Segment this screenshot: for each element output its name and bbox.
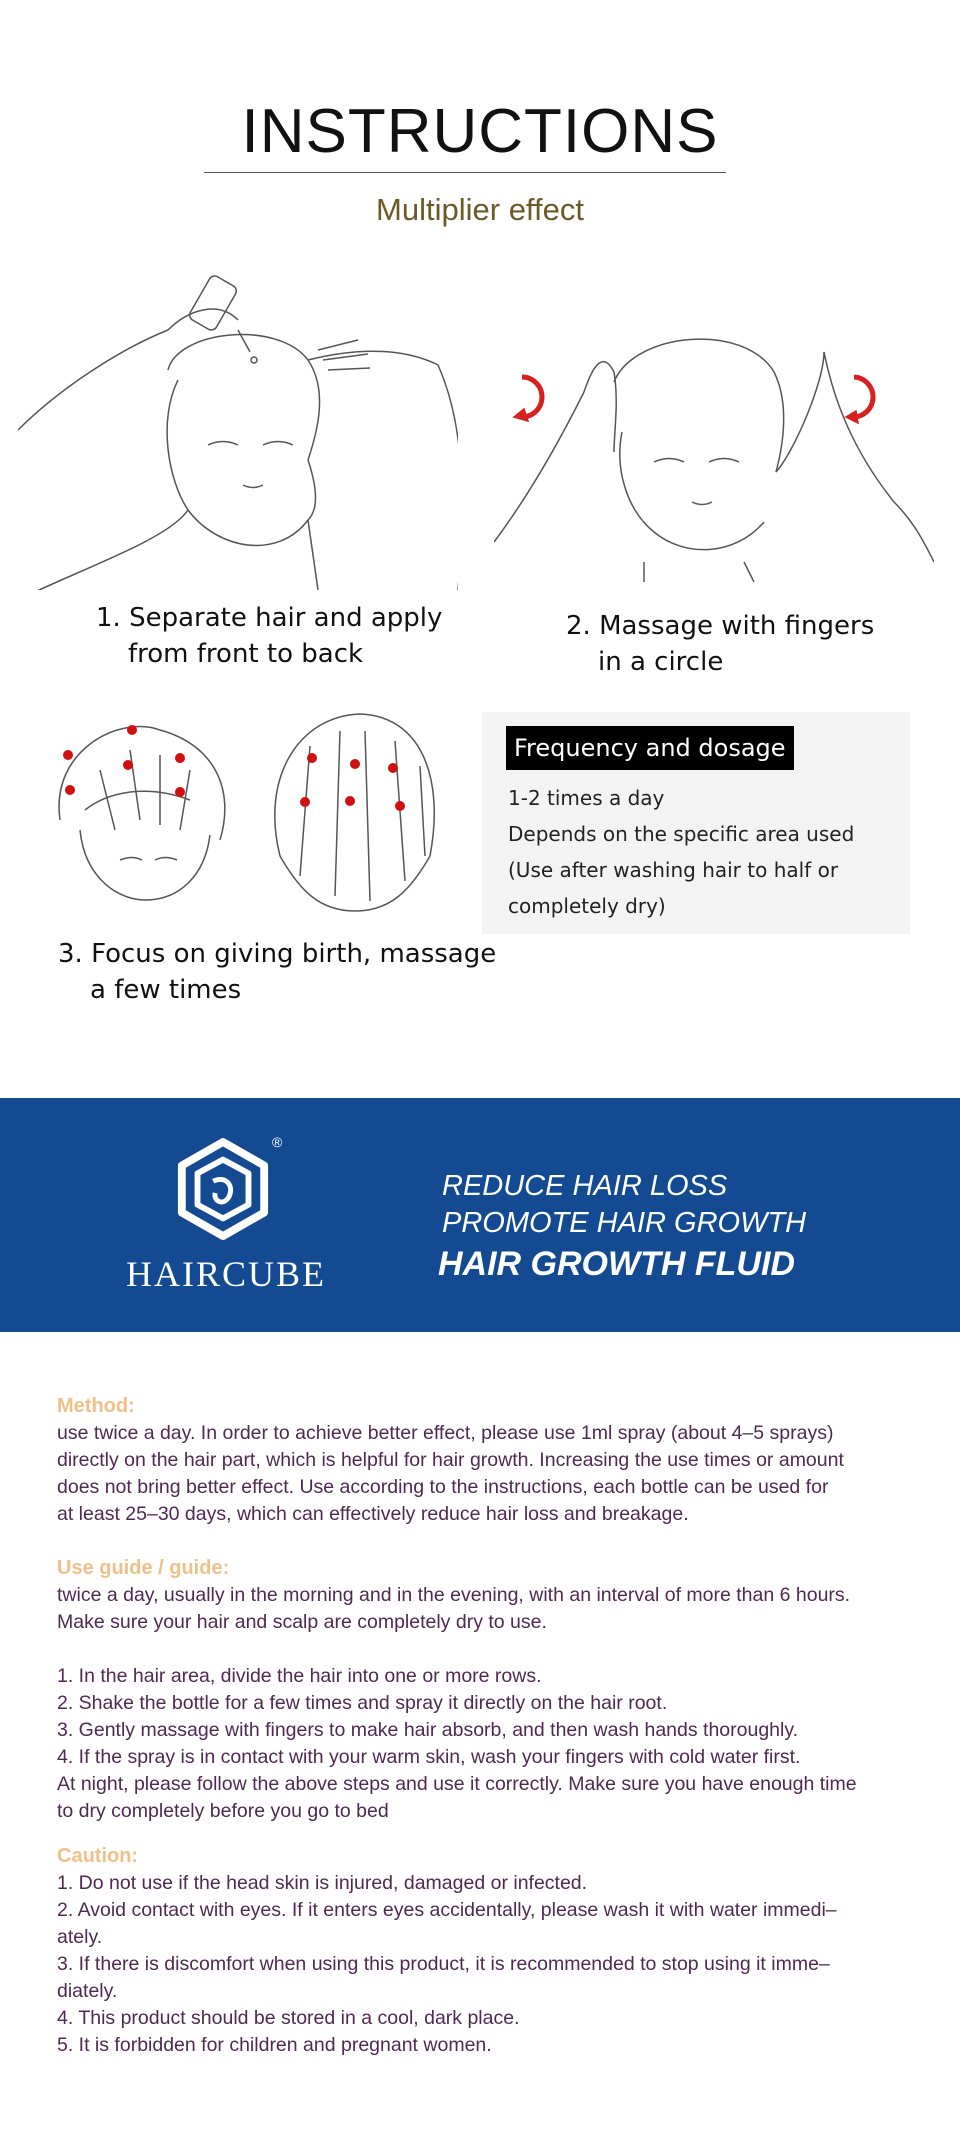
- caution-heading: Caution:: [57, 1845, 139, 1867]
- guide-step: 1. In the hair area, divide the hair int…: [57, 1665, 542, 1687]
- caution-line: 3. If there is discomfort when using thi…: [57, 1953, 830, 1975]
- method-heading: Method:: [57, 1395, 135, 1417]
- apply-dropper-illustration: [18, 270, 458, 590]
- caution-section: Caution: 1. Do not use if the head skin …: [57, 1843, 909, 2059]
- caution-line: 4. This product should be stored in a co…: [57, 2007, 520, 2029]
- circular-massage-illustration: [494, 322, 934, 582]
- haircube-logo: [174, 1135, 272, 1245]
- step-2-line1: 2. Massage with fingers: [566, 611, 875, 641]
- method-line: directly on the hair part, which is help…: [57, 1449, 844, 1471]
- step-1-line2: from front to back: [128, 639, 364, 669]
- step-3-line1: 3. Focus on giving birth, massage: [58, 939, 497, 969]
- step-3-label: 3. Focus on giving birth, massage a few …: [58, 936, 496, 1008]
- method-section: Method: use twice a day. In order to ach…: [57, 1393, 909, 1528]
- guide-step: 2. Shake the bottle for a few times and …: [57, 1692, 668, 1714]
- guide-step: At night, please follow the above steps …: [57, 1773, 857, 1795]
- guide-section: Use guide / guide: twice a day, usually …: [57, 1555, 909, 1825]
- product-name: HAIR GROWTH FLUID: [438, 1245, 795, 1283]
- step-2-label: 2. Massage with fingers in a circle: [566, 608, 874, 680]
- frequency-line: (Use after washing hair to half or: [508, 858, 839, 882]
- title-divider: [204, 172, 726, 173]
- guide-intro-line: Make sure your hair and scalp are comple…: [57, 1611, 547, 1633]
- frequency-line: 1-2 times a day: [508, 786, 665, 810]
- guide-intro-line: twice a day, usually in the morning and …: [57, 1584, 851, 1606]
- frequency-dosage-box: Frequency and dosage 1-2 times a day Dep…: [482, 712, 910, 934]
- guide-step: to dry completely before you go to bed: [57, 1800, 389, 1822]
- frequency-badge: Frequency and dosage: [506, 726, 794, 770]
- brand-name: HAIRCUBE: [126, 1254, 327, 1294]
- frequency-line: Depends on the specific area used: [508, 822, 855, 846]
- guide-step: 4. If the spray is in contact with your …: [57, 1746, 801, 1768]
- step-1-label: 1. Separate hair and apply from front to…: [96, 600, 442, 672]
- caution-line: diately.: [57, 1980, 118, 2002]
- step-1-line1: 1. Separate hair and apply: [96, 603, 443, 633]
- brand-banner: [0, 1098, 960, 1332]
- scalp-points-back-illustration: [260, 706, 450, 916]
- scalp-points-front-illustration: [40, 710, 250, 910]
- guide-step: 3. Gently massage with fingers to make h…: [57, 1719, 799, 1741]
- caution-line: 1. Do not use if the head skin is injure…: [57, 1872, 588, 1894]
- guide-heading: Use guide / guide:: [57, 1557, 230, 1579]
- method-line: use twice a day. In order to achieve bet…: [57, 1422, 834, 1444]
- page-subtitle: Multiplier effect: [376, 192, 584, 227]
- banner-tagline-2: PROMOTE HAIR GROWTH: [442, 1207, 807, 1239]
- frequency-lines: 1-2 times a day Depends on the specific …: [508, 780, 854, 924]
- caution-line: ately.: [57, 1926, 103, 1948]
- frequency-line: completely dry): [508, 894, 666, 918]
- step-3-line2: a few times: [90, 975, 242, 1005]
- step-2-line2: in a circle: [598, 647, 724, 677]
- page-title: INSTRUCTIONS: [241, 97, 719, 166]
- caution-line: 5. It is forbidden for children and preg…: [57, 2034, 492, 2056]
- registered-mark: ®: [272, 1134, 283, 1150]
- banner-tagline-1: REDUCE HAIR LOSS: [442, 1170, 728, 1202]
- method-line: does not bring better effect. Use accord…: [57, 1476, 829, 1498]
- caution-line: 2. Avoid contact with eyes. If it enters…: [57, 1899, 837, 1921]
- method-line: at least 25–30 days, which can effective…: [57, 1503, 689, 1525]
